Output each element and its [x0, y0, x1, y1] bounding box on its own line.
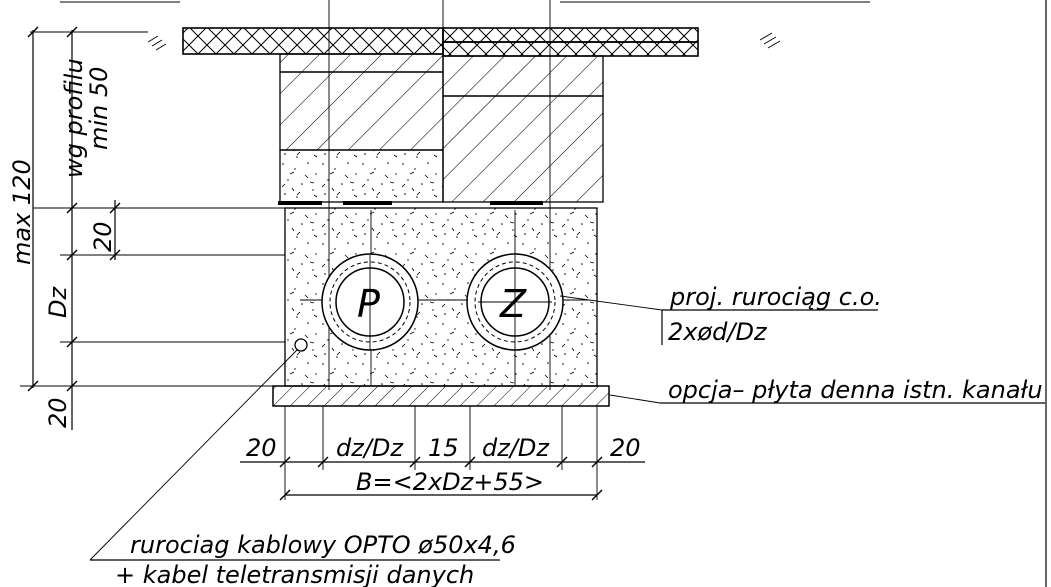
dim-dz-left: Dz — [44, 286, 72, 318]
dim-20-a: 20 — [246, 434, 277, 462]
bottom-slab — [272, 385, 610, 407]
max-depth-label: max 120 — [8, 159, 36, 265]
dim-dz-b: dz/Dz — [482, 434, 550, 462]
pipe-return-label: P — [357, 282, 380, 326]
cable-callout-line2: + kabel teletransmisji danych — [115, 561, 474, 587]
pipe-return — [321, 253, 419, 351]
pipe-callout-line2: 2xød/Dz — [668, 318, 768, 346]
trench-upper-layers — [278, 53, 604, 205]
profile-label-line2: min 50 — [85, 67, 113, 150]
pipe-supply — [466, 253, 564, 351]
dim-total: B=<2xDz+55> — [356, 468, 544, 496]
cable-callout-leader — [89, 349, 500, 561]
road-surface-slab — [182, 27, 699, 57]
bottom-dimensions — [240, 406, 645, 501]
cable-conduit — [294, 338, 308, 352]
slab-callout-text: opcja– płyta denna istn. kanału — [668, 376, 1043, 404]
cable-callout-line1: rurociag kablowy OPTO ø50x4,6 — [130, 531, 516, 559]
dim-dz-a: dz/Dz — [336, 434, 404, 462]
slab-callout-leader — [609, 394, 1045, 404]
profile-label-line1: wg profilu — [60, 58, 88, 178]
pipe-callout-leader — [559, 295, 878, 345]
pipe-supply-label: Z — [499, 282, 527, 326]
ground-level-symbols — [147, 32, 781, 51]
dim-20-left: 20 — [89, 221, 117, 252]
pipe-callout-line1: proj. rurociąg c.o. — [669, 283, 882, 311]
dim-20-b: 20 — [610, 434, 641, 462]
left-dimensions — [27, 26, 121, 430]
dim-20-bottom-left: 20 — [44, 397, 72, 428]
dim-15: 15 — [428, 434, 459, 462]
